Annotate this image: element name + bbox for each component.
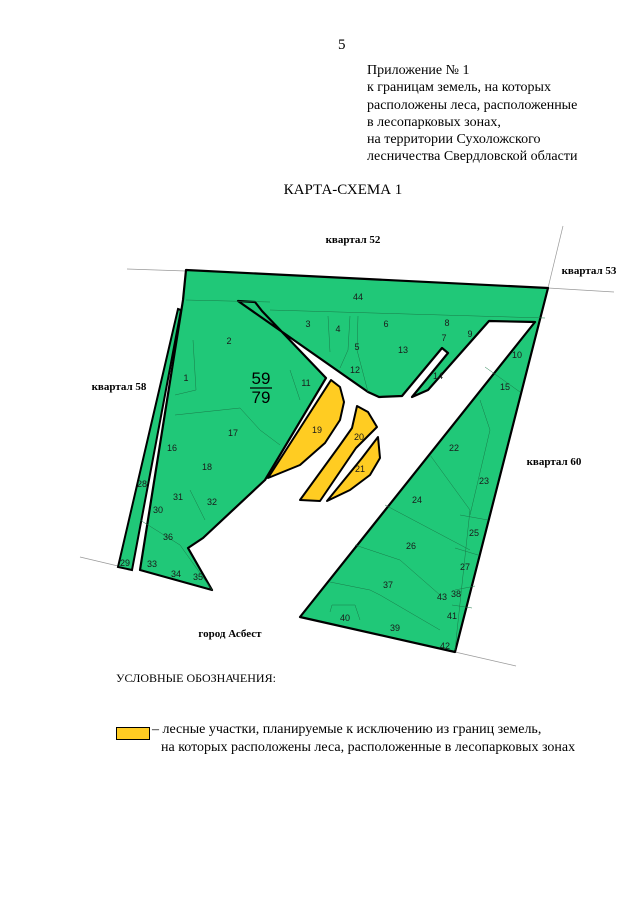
parcel-label-42: 42 <box>440 641 450 651</box>
page-number: 5 <box>338 37 346 53</box>
parcel-label-37: 37 <box>383 580 393 590</box>
quarter-boundary-lines <box>79 225 615 667</box>
parcel-label-18: 18 <box>202 462 212 472</box>
parcel-label-4: 4 <box>335 324 340 334</box>
parcel-label-19: 19 <box>312 425 322 435</box>
appendix-line: лесничества Свердловской области <box>367 149 578 165</box>
parcel-label-25: 25 <box>469 528 479 538</box>
label-kvartal-52: квартал 52 <box>326 234 381 246</box>
label-kvartal-60: квартал 60 <box>527 456 582 468</box>
parcel-label-32: 32 <box>207 497 217 507</box>
parcel-label-11: 11 <box>301 378 310 388</box>
parcel-label-13: 13 <box>398 345 408 355</box>
excluded-parcel-19[interactable] <box>267 379 345 479</box>
legend-text-line2: на которых расположены леса, расположенн… <box>161 740 576 755</box>
parcel-label-12: 12 <box>350 365 360 375</box>
parcel-label-15: 15 <box>500 382 510 392</box>
legend-swatch-excluded <box>116 727 150 740</box>
parcel-label-41: 41 <box>447 611 457 621</box>
excluded-parcel-20[interactable] <box>299 405 378 502</box>
label-kvartal-58: квартал 58 <box>92 381 147 393</box>
quarter-number-59: 59 <box>252 369 271 388</box>
parcel-label-33: 33 <box>147 559 157 569</box>
parcel-label-27: 27 <box>460 562 470 572</box>
legend-title: УСЛОВНЫЕ ОБОЗНАЧЕНИЯ: <box>116 671 276 685</box>
parcel-label-36: 36 <box>163 532 173 542</box>
parcel-label-21: 21 <box>355 464 365 474</box>
parcel-label-24: 24 <box>412 495 422 505</box>
parcel-label-6: 6 <box>383 319 388 329</box>
parcel-label-3: 3 <box>305 319 310 329</box>
parcel-label-34: 34 <box>171 569 181 579</box>
map-title: КАРТА-СХЕМА 1 <box>283 182 403 198</box>
excluded-parcel-21[interactable] <box>326 436 381 502</box>
appendix-line: Приложение № 1 <box>367 63 470 78</box>
appendix-line: к границам земель, на которых <box>367 80 551 96</box>
appendix-header: Приложение № 1 к границам земель, на кот… <box>367 62 577 166</box>
label-kvartal-53: квартал 53 <box>562 265 617 277</box>
parcel-label-17: 17 <box>228 428 238 438</box>
parcel-label-5: 5 <box>354 342 359 352</box>
parcel-label-28: 28 <box>137 479 147 489</box>
parcel-label-8: 8 <box>444 318 449 328</box>
parcel-label-23: 23 <box>479 476 489 486</box>
parcel-label-43: 43 <box>437 592 447 602</box>
parcel-label-31: 31 <box>173 492 183 502</box>
parcel-label-39: 39 <box>390 623 400 633</box>
parcel-label-30: 30 <box>153 505 163 515</box>
parcel-label-14: 14 <box>433 371 443 381</box>
forest-area-main <box>138 268 550 654</box>
appendix-line: на территории Сухоложского <box>367 132 541 148</box>
parcel-label-7: 7 <box>441 333 446 343</box>
parcel-label-2: 2 <box>226 336 231 346</box>
parcel-label-29: 29 <box>120 558 130 568</box>
parcel-boundaries <box>139 299 546 651</box>
forest-area-strip <box>116 307 183 572</box>
parcel-label-9: 9 <box>467 329 472 339</box>
appendix-line: в лесопарковых зонах, <box>367 114 501 130</box>
parcel-label-35: 35 <box>193 572 203 582</box>
parcel-label-16: 16 <box>167 443 177 453</box>
parcel-label-38: 38 <box>451 589 461 599</box>
parcel-label-26: 26 <box>406 541 416 551</box>
parcel-label-22: 22 <box>449 443 459 453</box>
parcel-label-20: 20 <box>354 432 364 442</box>
legend-text-line1: – лесные участки, планируемые к исключен… <box>152 722 542 737</box>
parcel-label-10: 10 <box>512 350 522 360</box>
quarter-number-79: 79 <box>252 388 271 407</box>
parcel-label-44: 44 <box>353 292 363 302</box>
parcel-label-40: 40 <box>340 613 350 623</box>
parcel-label-1: 1 <box>183 373 188 383</box>
label-city-asbest: город Асбест <box>198 628 262 640</box>
appendix-line: расположены леса, расположенные <box>367 97 578 113</box>
